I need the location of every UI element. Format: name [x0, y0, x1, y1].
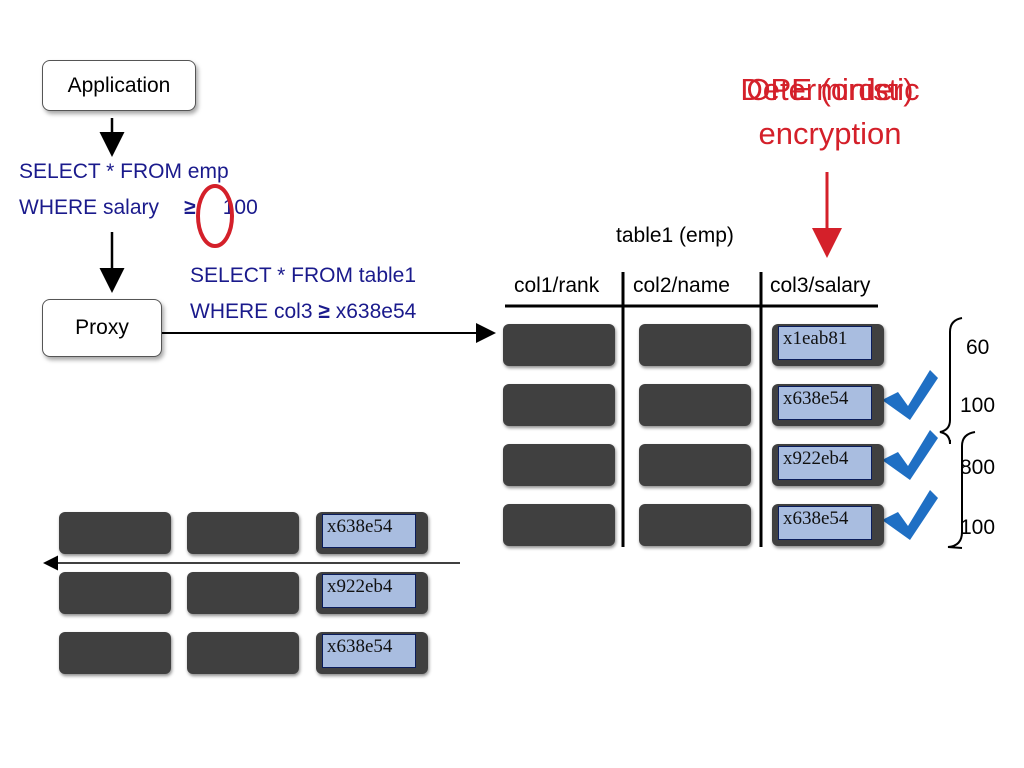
ciphertext-r2: x638e54 [778, 386, 872, 420]
proxy-query-where: WHERE col3 [190, 300, 313, 323]
bracket-upper [939, 317, 963, 445]
table-cell-r4-c1 [503, 504, 615, 546]
check-icon-row2 [882, 370, 938, 420]
column-header-1: col1/rank [514, 274, 600, 297]
table-cell-r1-c1 [503, 324, 615, 366]
result-cell-r2-c1 [59, 572, 171, 614]
proxy-query-value: x638e54 [335, 300, 417, 323]
table-cell-r3-c2 [639, 444, 751, 486]
ciphertext-r1: x1eab81 [778, 326, 872, 360]
app-query-line1: SELECT * FROM emp [19, 160, 229, 183]
table-cell-r1-c2 [639, 324, 751, 366]
result-ciphertext-r2: x922eb4 [322, 574, 416, 608]
plaintext-value-4: 100 [960, 516, 996, 539]
application-label: Application [67, 73, 171, 97]
encryption-title-line2: encryption [758, 116, 902, 151]
table-title: table1 (emp) [616, 224, 734, 247]
ciphertext-r4: x638e54 [778, 506, 872, 540]
table-cell-r2-c3: x638e54 [772, 384, 884, 426]
operator-highlight-circle [196, 184, 234, 248]
result-ciphertext-r3: x638e54 [322, 634, 416, 668]
result-cell-r3-c1 [59, 632, 171, 674]
table-cell-r2-c2 [639, 384, 751, 426]
result-cell-r3-c3: x638e54 [316, 632, 428, 674]
app-query-where: WHERE salary [19, 196, 160, 219]
plaintext-value-3: 800 [960, 456, 996, 479]
app-query: SELECT * FROM emp WHERE salary ≥ 100 [19, 154, 258, 226]
check-icon-row3 [882, 430, 938, 480]
result-cell-r1-c2 [187, 512, 299, 554]
proxy-label: Proxy [75, 316, 129, 339]
encryption-title-deterministic: Deterministic [740, 72, 920, 107]
table-cell-r3-c3: x922eb4 [772, 444, 884, 486]
proxy-box: Proxy [42, 299, 162, 357]
table-cell-r2-c1 [503, 384, 615, 426]
table-cell-r3-c1 [503, 444, 615, 486]
encryption-title: OPE (order) Deterministic encryption [700, 72, 960, 162]
result-cell-r2-c2 [187, 572, 299, 614]
result-cell-r2-c3: x922eb4 [316, 572, 428, 614]
ciphertext-r3: x922eb4 [778, 446, 872, 480]
proxy-query-operator: ≥ [318, 300, 330, 323]
table-cell-r1-c3: x1eab81 [772, 324, 884, 366]
result-ciphertext-r1: x638e54 [322, 514, 416, 548]
bracket-lower [947, 431, 976, 549]
proxy-query-line1: SELECT * FROM table1 [190, 264, 417, 287]
table-cell-r4-c3: x638e54 [772, 504, 884, 546]
plaintext-value-2: 100 [960, 394, 996, 417]
result-cell-r1-c3: x638e54 [316, 512, 428, 554]
application-box: Application [42, 60, 196, 111]
plaintext-value-1: 60 [966, 336, 990, 359]
result-cell-r3-c2 [187, 632, 299, 674]
proxy-query: SELECT * FROM table1 WHERE col3 ≥ x638e5… [190, 258, 416, 330]
result-cell-r1-c1 [59, 512, 171, 554]
table-cell-r4-c2 [639, 504, 751, 546]
proxy-query-line2: WHERE col3 ≥ x638e54 [190, 294, 416, 330]
encryption-title-ope: OPE (order) [746, 72, 914, 107]
column-header-3: col3/salary [770, 274, 871, 297]
app-query-operator: ≥ [184, 196, 196, 219]
column-header-2: col2/name [633, 274, 730, 297]
check-icon-row4 [882, 490, 938, 540]
